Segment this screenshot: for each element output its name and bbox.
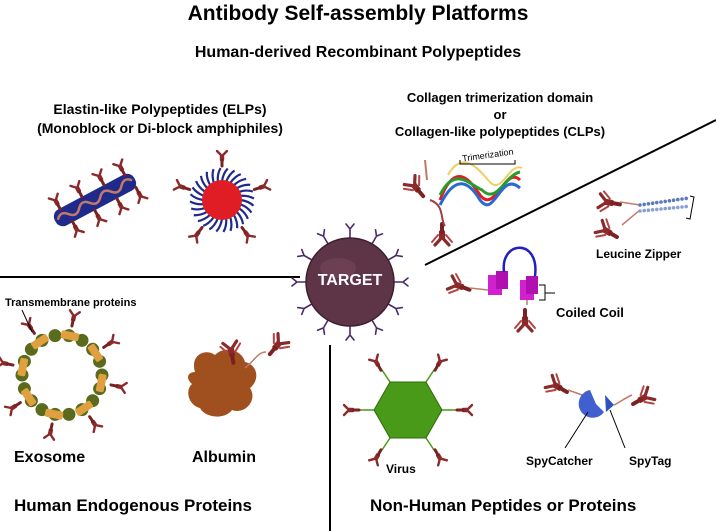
elp-micelle-icon xyxy=(172,149,272,245)
spycatcher-icon xyxy=(541,370,659,449)
page-title: Antibody Self-assembly Platforms xyxy=(187,2,529,25)
collagen-helix-icon xyxy=(399,159,523,247)
elp-title-line1: Elastin-like Polypeptides (ELPs) xyxy=(53,101,267,117)
albumin-icon xyxy=(188,329,294,417)
section-non-human: Non-Human Peptides or Proteins xyxy=(370,496,637,515)
exosome-label: Exosome xyxy=(14,449,86,466)
spytag-label: SpyTag xyxy=(629,454,672,468)
transmembrane-pointer xyxy=(21,309,33,333)
divider-right xyxy=(424,119,716,266)
transmembrane-label: Transmembrane proteins xyxy=(5,297,137,309)
elp-title-line2: (Monoblock or Di-block amphiphiles) xyxy=(37,120,283,136)
elp-fiber-icon xyxy=(47,158,149,239)
exosome-icon xyxy=(0,308,129,442)
collagen-title-line2: or xyxy=(493,107,507,122)
virus-icon xyxy=(342,353,474,467)
collagen-title-line1: Collagen trimerization domain xyxy=(406,90,594,105)
collagen-title-line3: Collagen-like polypeptides (CLPs) xyxy=(394,124,606,139)
coiled-coil-icon xyxy=(444,246,555,333)
leucine-zipper-label: Leucine Zipper xyxy=(596,247,682,261)
spycatcher-label: SpyCatcher xyxy=(526,454,593,468)
target-cell-icon xyxy=(291,223,409,341)
coiled-coil-label: Coiled Coil xyxy=(556,305,624,320)
target-label: TARGET xyxy=(317,272,383,289)
leucine-zipper-icon xyxy=(591,188,695,248)
section-human-endogenous: Human Endogenous Proteins xyxy=(14,496,253,515)
albumin-label: Albumin xyxy=(192,449,256,466)
virus-label: Virus xyxy=(386,462,416,476)
page-subtitle: Human-derived Recombinant Polypeptides xyxy=(194,44,522,61)
